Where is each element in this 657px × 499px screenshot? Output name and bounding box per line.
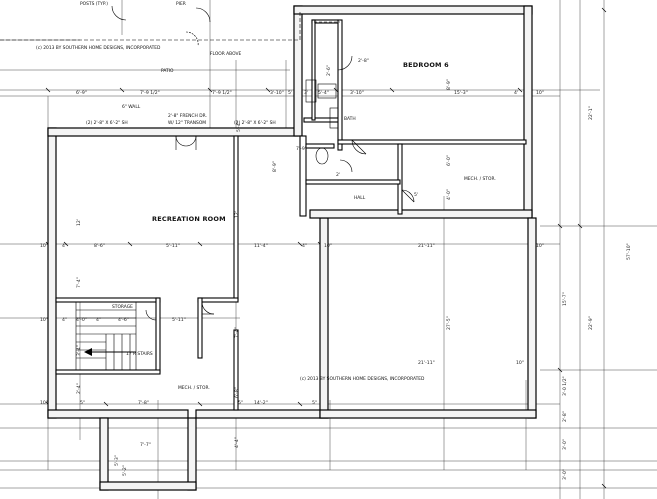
copyright-note-top: (c) 2013 BY SOUTHERN HOME DESIGNS, INCOR…: [36, 45, 161, 51]
dimension-label: 15'-3": [454, 90, 468, 96]
dimension-label: 10": [536, 243, 544, 249]
room-hall: HALL: [354, 195, 366, 201]
dimension-label: 7'-4": [234, 327, 240, 338]
dimension-label: 5'-3": [114, 455, 120, 466]
transom-note: W/ 12" TRANSOM: [168, 120, 206, 126]
dimension-label: 4'-0": [446, 189, 452, 200]
posts-note: POSTS (TYP.): [80, 1, 108, 7]
room-recreation: RECREATION ROOM: [152, 215, 226, 223]
stairs-note: 17 R STAIRS: [126, 351, 153, 357]
dimension-label: 4": [96, 317, 101, 323]
dimension-label: 21'-11": [418, 360, 435, 366]
stairs: [75, 301, 137, 371]
dimension-label: 2'-8": [562, 411, 568, 422]
dimension-label: 22'-1": [588, 106, 594, 120]
dimension-label: 15'-7": [562, 292, 568, 306]
dimension-label: 3'-0": [562, 469, 568, 480]
dimension-label: 5": [80, 400, 85, 406]
dimension-label: 3'-0 1/2": [562, 376, 568, 396]
room-storage: STORAGE: [112, 304, 133, 310]
dimension-label: 3'-0": [562, 439, 568, 450]
dimension-label: 11'-4": [254, 243, 268, 249]
dimension-label: 2'-8": [358, 58, 369, 64]
copyright-note-mid: (c) 2013 BY SOUTHERN HOME DESIGNS, INCOR…: [300, 376, 425, 382]
dimension-label: 3'-10": [350, 90, 364, 96]
dimension-label: 6'-9": [76, 90, 87, 96]
dimension-label: 5'-11": [172, 317, 186, 323]
dimension-label: 5": [238, 400, 243, 406]
dimension-label: 7'-9 1/2": [140, 90, 160, 96]
dims-right-column: 22'-1" 57'-10" 15'-7" 22'-9" 3'-0 1/2" 2…: [562, 106, 632, 480]
room-mech-stor-bottom: MECH. / STOR.: [178, 385, 210, 391]
dimension-label: 10": [516, 360, 524, 366]
dims-bottom-row: 10" 5" 7'-8" 5" 14'-2" 5": [40, 400, 317, 406]
dimension-label: 8'-9": [446, 79, 452, 90]
dimension-label: 7'-8": [138, 400, 149, 406]
dimension-label: 7'-7": [140, 442, 151, 448]
dimension-label: 7'-9": [296, 146, 307, 152]
dimension-label: 7'-9 1/2": [212, 90, 232, 96]
dimension-label: 5": [312, 400, 317, 406]
room-mech-stor-right: MECH. / STOR.: [464, 176, 496, 182]
dimension-label: 5'-4": [236, 121, 242, 132]
dimension-label: 8'-6": [94, 243, 105, 249]
dims-stor-row: 10" 4" 4'-0" 4" 4'-6" 5'-11": [40, 317, 186, 323]
floor-above-note: FLOOR ABOVE: [210, 51, 241, 57]
wall-note: 6" WALL: [122, 104, 141, 110]
dimension-label: 10": [324, 243, 332, 249]
doors: [111, 5, 415, 321]
dimension-label: 4": [62, 243, 67, 249]
dimension-label: 10": [40, 243, 48, 249]
dimension-label: 7'-4": [76, 277, 82, 288]
dimension-label: 2': [336, 172, 340, 178]
dimension-label: 6'-8": [234, 387, 240, 398]
dimension-label: 2'-6": [326, 65, 332, 76]
room-bedroom: BEDROOM 6: [403, 61, 449, 69]
dimension-label: 27'-5": [446, 316, 452, 330]
interior-walls: [55, 19, 527, 411]
room-bath: BATH: [344, 116, 356, 122]
dimension-label: 5'-2": [122, 465, 128, 476]
french-door-note: 2'-8" FRENCH DR.: [168, 113, 207, 119]
dimension-label: 4": [302, 243, 307, 249]
foundation-walls: [47, 5, 537, 491]
room-labels: PATIO BEDROOM 6 BATH HALL MECH. / STOR. …: [112, 61, 496, 391]
window-note-left: (2) 2'-8" X 6'-2" SH: [86, 120, 128, 126]
pier-note: PIER: [176, 1, 186, 7]
plan-notes: (c) 2013 BY SOUTHERN HOME DESIGNS, INCOR…: [36, 1, 425, 382]
dimension-label: 3'-10": [270, 90, 284, 96]
dimension-label: 4": [62, 317, 67, 323]
dimension-label: 4'-0": [76, 317, 87, 323]
dimension-label: 2'-4": [76, 383, 82, 394]
dimension-label: 5': [414, 192, 418, 198]
dimension-label: 10": [536, 90, 544, 96]
dimension-label: 5'-4": [318, 90, 329, 96]
window-note-right: (2) 2'-8" X 6'-2" SH: [234, 120, 276, 126]
dims-misc: 2'-8" 7'-7" 5' 5'-3" 12' 12' 21'-11" 27'…: [76, 58, 524, 476]
dimension-label: 3'-4": [76, 345, 82, 356]
dims-top-row: 6'-9" 7'-9 1/2" 7'-9 1/2" 3'-10" 5' 3' 5…: [76, 90, 544, 96]
dimension-label: 4'-6": [118, 317, 129, 323]
dimension-label: 57'-10": [626, 243, 632, 260]
dimension-label: 12': [76, 219, 82, 226]
dims-rec-row: 10" 4" 8'-6" 5'-11" 11'-4" 4" 10" 21'-11…: [40, 243, 544, 249]
dimension-label: 5'-11": [166, 243, 180, 249]
dimension-label: 6'-0": [446, 155, 452, 166]
dimension-label: 4'-4": [234, 437, 240, 448]
dimension-label: 10": [40, 317, 48, 323]
dimension-label: 22'-9": [588, 316, 594, 330]
dimension-label: 12': [234, 211, 240, 218]
room-patio: PATIO: [161, 68, 174, 74]
dimension-label: 14'-2": [254, 400, 268, 406]
dimension-label: 5': [288, 90, 292, 96]
dimension-label: 3': [304, 90, 308, 96]
dimension-label: 10": [40, 400, 48, 406]
dimension-label: 21'-11": [418, 243, 435, 249]
bath-fixtures: [305, 79, 339, 165]
floor-above-outline: [0, 12, 340, 41]
dimension-label: 4': [514, 90, 518, 96]
dimension-label: 8'-9": [272, 161, 278, 172]
